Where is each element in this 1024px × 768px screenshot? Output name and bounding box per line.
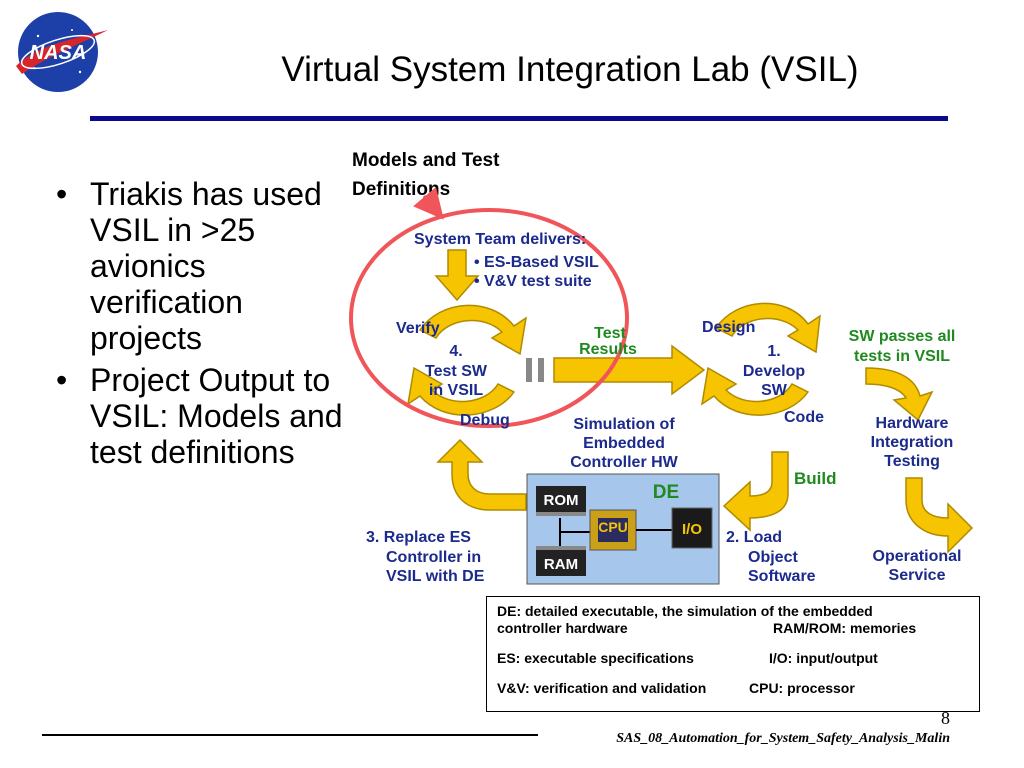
definition-text: controller hardware	[497, 620, 628, 636]
design-label: Design	[702, 319, 755, 336]
definition-text: I/O: input/output	[769, 650, 878, 666]
page-number: 8	[941, 708, 950, 728]
definition-text: DE: detailed executable, the simulation …	[497, 603, 873, 619]
ram-pins	[536, 546, 586, 550]
sw-passes-line: SW passes all	[849, 328, 956, 345]
replace-arrow	[436, 438, 527, 511]
definition-row: V&V: verification and validation CPU: pr…	[497, 680, 969, 697]
cycle-arrow-design	[714, 302, 821, 354]
step4-line: Test SW	[425, 363, 488, 380]
step2-line: 2. Load	[726, 529, 782, 546]
io-chip	[671, 507, 713, 549]
cycle-arrow-verify	[418, 304, 528, 356]
step1-line: SW	[761, 382, 788, 399]
definitions-box: DE: detailed executable, the simulation …	[486, 596, 980, 712]
test-results-arrow	[553, 344, 706, 396]
definition-text: V&V: verification and validation	[497, 680, 707, 696]
build-label: Build	[794, 469, 837, 488]
code-label: Code	[784, 409, 824, 426]
hw-integration-arrow	[905, 477, 974, 554]
footer-rule	[42, 734, 538, 736]
simulation-line: Embedded	[583, 435, 665, 452]
step4-line: in VSIL	[429, 382, 483, 399]
cycle-arrow-code	[700, 366, 810, 416]
cycle-arrow-debug	[406, 366, 516, 416]
ram-chip	[536, 550, 586, 576]
cpu-core	[598, 518, 628, 542]
de-label: DE	[653, 482, 679, 503]
sw-passes-line: tests in VSIL	[854, 348, 950, 365]
system-team-text: System Team delivers:	[414, 231, 586, 248]
definition-text: RAM/ROM: memories	[773, 620, 917, 636]
nasa-logo-text: NASA	[30, 42, 87, 64]
ram-label: RAM	[544, 556, 578, 573]
operational-line: Operational	[873, 548, 962, 565]
io-label: I/O	[682, 521, 702, 538]
definition-row: controller hardware RAM/ROM: memories	[497, 620, 969, 637]
step2-line: Object	[748, 549, 798, 566]
separator-bar	[538, 358, 544, 382]
hw-integration-line: Hardware	[876, 415, 949, 432]
step3-line: Controller in	[386, 549, 481, 566]
definition-text: CPU: processor	[749, 680, 855, 696]
slide-title: Virtual System Integration Lab (VSIL)	[281, 50, 859, 89]
highlight-circle	[349, 208, 629, 428]
nasa-logo: NASA	[16, 12, 108, 92]
sw-passes-arrow	[865, 367, 934, 422]
rom-pins	[536, 512, 586, 516]
bullet-list: Triakis has used VSIL in >25 avionics ve…	[50, 176, 360, 476]
definition-row: ES: executable specifications I/O: input…	[497, 650, 969, 667]
hw-integration-line: Testing	[884, 453, 940, 470]
step3-line: VSIL with DE	[386, 568, 485, 585]
step1-line: Develop	[743, 363, 805, 380]
simulation-line: Simulation of	[573, 416, 675, 433]
step4-line: 4.	[449, 343, 462, 360]
simulation-line: Controller HW	[570, 454, 678, 471]
definition-text: ES: executable specifications	[497, 650, 694, 666]
hw-integration-line: Integration	[871, 434, 954, 451]
build-arrow	[722, 451, 789, 532]
down-arrow-delivery	[434, 249, 480, 302]
deliver-item: • V&V test suite	[474, 273, 592, 290]
footer-text: SAS_08_Automation_for_System_Safety_Anal…	[616, 731, 950, 746]
test-results-line: Results	[579, 341, 637, 358]
bullet-item: Project Output to VSIL: Models and test …	[50, 362, 360, 470]
rom-chip	[536, 486, 586, 512]
deliver-item: • ES-Based VSIL	[474, 254, 599, 271]
step1-line: 1.	[767, 343, 780, 360]
debug-label: Debug	[460, 412, 510, 429]
step3-line: 3. Replace ES	[366, 529, 471, 546]
verify-label: Verify	[396, 320, 440, 337]
step2-line: Software	[748, 568, 816, 585]
cpu-label: CPU	[598, 519, 628, 535]
callout-arrow	[413, 186, 444, 220]
rom-label: ROM	[544, 492, 579, 509]
bullet-item: Triakis has used VSIL in >25 avionics ve…	[50, 176, 360, 356]
title-rule	[90, 116, 948, 121]
definition-row: DE: detailed executable, the simulation …	[497, 603, 969, 620]
separator-bar	[526, 358, 532, 382]
operational-line: Service	[889, 567, 946, 584]
test-results-line: Test	[594, 325, 626, 342]
